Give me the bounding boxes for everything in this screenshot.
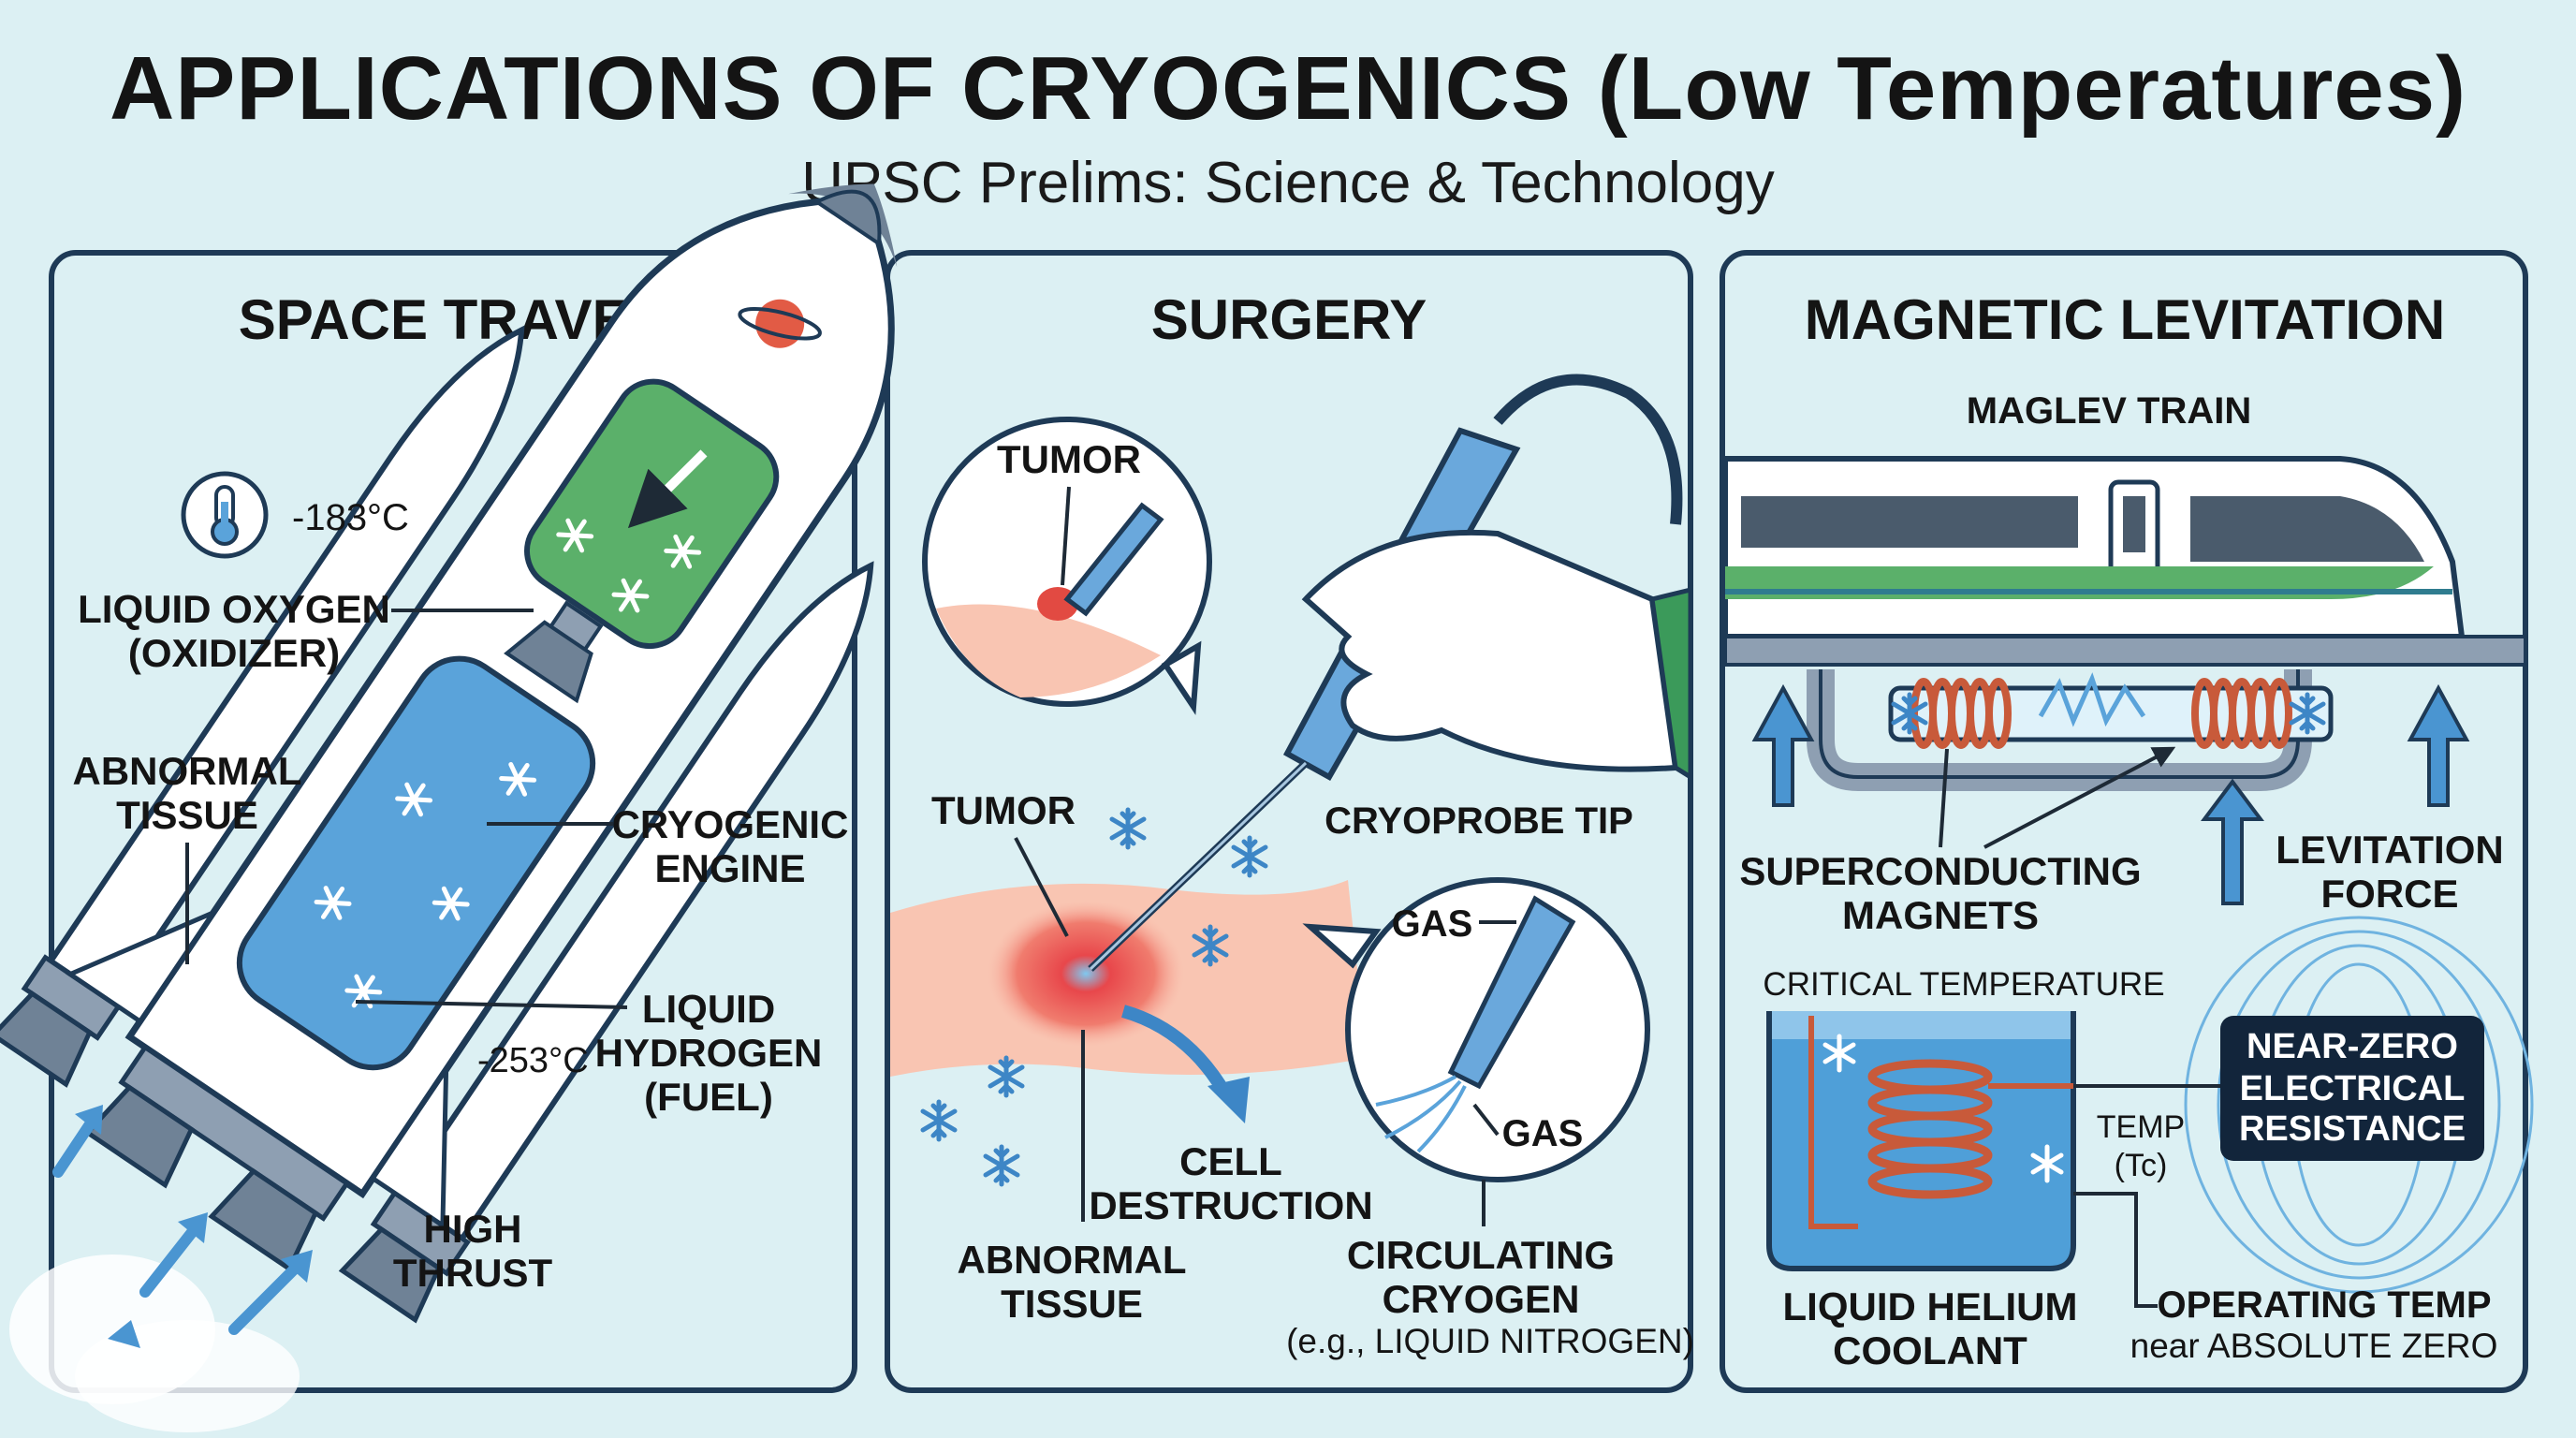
thermometer-icon xyxy=(181,471,269,559)
rocket xyxy=(0,183,898,1324)
near-zero-box xyxy=(2220,1016,2484,1161)
surgery-heading: SURGERY xyxy=(1151,288,1427,351)
space-heading: SPACE TRAVEL xyxy=(239,288,664,351)
label-thrust-2: THRUST xyxy=(393,1251,553,1295)
label-nz-1: NEAR-ZERO xyxy=(2247,1027,2458,1066)
label-nz-2: ELECTRICAL xyxy=(2240,1069,2466,1108)
hydrogen-tank xyxy=(236,655,596,1071)
label-he-2: COOLANT xyxy=(1833,1328,2027,1372)
label-abn-1: ABNORMAL xyxy=(958,1238,1187,1282)
label-sc-1: SUPERCONDUCTING xyxy=(1739,849,2141,893)
label-lh-3: (FUEL) xyxy=(644,1075,773,1119)
page-title: APPLICATIONS OF CRYOGENICS (Low Temperat… xyxy=(109,38,2467,139)
label-lh-1: LIQUID xyxy=(642,987,775,1031)
label-gas-1: GAS xyxy=(1392,903,1473,945)
right-booster xyxy=(338,561,874,1324)
label-lox-2: (OXIDIZER) xyxy=(128,631,340,675)
label-he-1: LIQUID HELIUM xyxy=(1783,1284,2078,1328)
maglev-train xyxy=(1722,456,2527,667)
arrow-icon xyxy=(75,1105,313,1348)
label-abn-2: TISSUE xyxy=(1001,1282,1143,1326)
helium-dewar xyxy=(1766,1011,2076,1271)
label-tumor: TUMOR xyxy=(931,788,1076,832)
thrust-arrows xyxy=(52,1113,305,1335)
sleeve xyxy=(1649,586,1693,782)
label-engine-1: CRYOGENIC xyxy=(612,802,849,846)
tumor-inset xyxy=(922,417,1212,715)
exhaust-cloud xyxy=(9,1255,300,1432)
label-probe-tip: CRYOPROBE TIP xyxy=(1325,800,1633,842)
temp-oxygen: -183°C xyxy=(292,497,409,538)
label-gas-2: GAS xyxy=(1502,1113,1584,1154)
superconducting-magnets xyxy=(1888,672,2334,749)
label-abn-2: TISSUE xyxy=(116,793,258,837)
label-thrust-1: HIGH xyxy=(424,1207,522,1251)
label-abn-1: ABNORMAL xyxy=(73,749,302,793)
label-lox-1: LIQUID OXYGEN xyxy=(78,587,390,631)
label-train: MAGLEV TRAIN xyxy=(1967,390,2251,432)
label-cell-2: DESTRUCTION xyxy=(1089,1183,1372,1227)
label-circ-1: CIRCULATING xyxy=(1347,1233,1615,1277)
label-nz-3: RESISTANCE xyxy=(2239,1109,2466,1149)
left-booster xyxy=(0,325,525,1088)
label-temp-1: TEMP xyxy=(2097,1109,2185,1145)
page-subtitle: UPSC Prelims: Science & Technology xyxy=(801,151,1775,215)
probe-cable xyxy=(1493,374,1683,525)
label-lev-2: FORCE xyxy=(2321,872,2459,916)
label-cell-1: CELL xyxy=(1179,1139,1282,1183)
label-tumor-inset: TUMOR xyxy=(997,437,1141,481)
levitation-arrows xyxy=(1751,683,2470,905)
label-sc-2: MAGNETS xyxy=(1842,893,2039,937)
probe-tip-inset xyxy=(1302,877,1650,1182)
label-engine-2: ENGINE xyxy=(654,846,805,890)
label-circ-2: CRYOGEN xyxy=(1383,1277,1580,1321)
label-temp-2: (Tc) xyxy=(2115,1148,2168,1183)
maglev-heading: MAGNETIC LEVITATION xyxy=(1805,288,2445,351)
label-critical: CRITICAL TEMPERATURE xyxy=(1763,966,2164,1003)
destruction-arrow xyxy=(1121,1005,1233,1099)
planet-icon xyxy=(738,299,822,348)
label-lh-2: HYDROGEN xyxy=(595,1031,823,1075)
label-circ-3: (e.g., LIQUID NITROGEN) xyxy=(1286,1322,1694,1360)
glove-hand xyxy=(1301,529,1679,772)
label-lev-1: LEVITATION xyxy=(2276,828,2503,872)
label-op-2: near ABSOLUTE ZERO xyxy=(2130,1327,2498,1365)
temp-hydrogen: -253°C xyxy=(477,1041,589,1080)
label-op-1: OPERATING TEMP xyxy=(2157,1284,2491,1326)
